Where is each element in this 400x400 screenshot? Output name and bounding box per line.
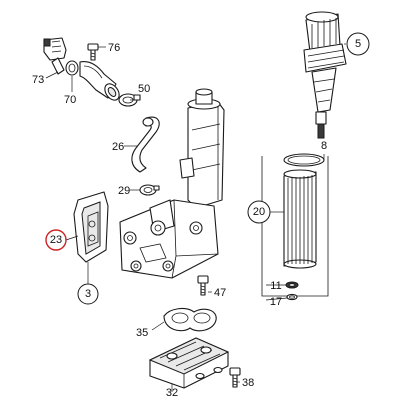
part-clamp-29 — [139, 184, 160, 196]
callout-label-29: 29 — [118, 185, 130, 197]
callout-26: 26 — [112, 141, 124, 153]
callout-circle-5 — [346, 32, 370, 56]
callout-label-11: 11 — [270, 280, 281, 292]
callout-circle-3 — [77, 283, 99, 305]
callout-73: 73 — [32, 74, 44, 86]
part-bolt-38 — [229, 367, 241, 388]
callout-29: 29 — [118, 185, 130, 197]
part-seal-17 — [286, 293, 298, 301]
part-filter-cap-5 — [303, 11, 347, 139]
callout-5: 5 — [346, 32, 370, 56]
part-gasket-23 — [73, 191, 109, 263]
callout-23: 23 — [45, 229, 67, 251]
part-sensor-connector — [43, 37, 67, 75]
callout-47: 47 — [214, 287, 226, 299]
callout-label-26: 26 — [112, 141, 124, 153]
part-hose-26 — [131, 116, 160, 173]
callout-label-5: 5 — [355, 38, 361, 50]
callout-70: 70 — [64, 94, 76, 106]
callout-38: 38 — [242, 377, 254, 389]
part-bolt-47 — [197, 275, 209, 296]
part-o-ring-70 — [65, 60, 79, 76]
callout-label-23: 23 — [50, 234, 62, 246]
callout-50: 50 — [138, 83, 150, 95]
part-hose-clamp-50 — [118, 93, 141, 107]
callout-label-3: 3 — [85, 288, 91, 300]
callout-label-38: 38 — [242, 377, 254, 389]
callout-label-20: 20 — [253, 206, 265, 218]
callout-3: 3 — [77, 283, 99, 305]
callout-17: 17 — [270, 296, 282, 308]
callout-label-73: 73 — [32, 74, 44, 86]
callout-label-32: 32 — [166, 387, 178, 399]
leader-lines — [45, 43, 346, 392]
part-elbow-pipe — [79, 61, 120, 101]
callout-label-35: 35 — [136, 327, 148, 339]
callout-11: 11 — [270, 280, 281, 292]
callout-8: 8 — [321, 140, 327, 152]
callout-20: 20 — [247, 200, 271, 224]
callout-label-70: 70 — [64, 94, 76, 106]
part-bolt-76 — [87, 43, 99, 61]
callout-35: 35 — [136, 327, 148, 339]
callout-label-17: 17 — [270, 296, 282, 308]
callout-label-50: 50 — [138, 83, 150, 95]
part-oil-filter-housing — [119, 88, 225, 279]
callout-76: 76 — [108, 42, 120, 54]
part-filter-element-20 — [283, 169, 317, 269]
part-gasket-35 — [163, 307, 217, 332]
callout-label-8: 8 — [321, 140, 327, 152]
part-oil-cooler-32 — [148, 337, 230, 389]
part-seal-11 — [285, 281, 299, 289]
callout-circle-20 — [247, 200, 271, 224]
callout-circle-23-highlight — [45, 229, 67, 251]
callout-32: 32 — [166, 387, 178, 399]
callout-label-47: 47 — [214, 287, 226, 299]
callout-label-76: 76 — [108, 42, 120, 54]
part-o-ring-8 — [283, 153, 325, 167]
